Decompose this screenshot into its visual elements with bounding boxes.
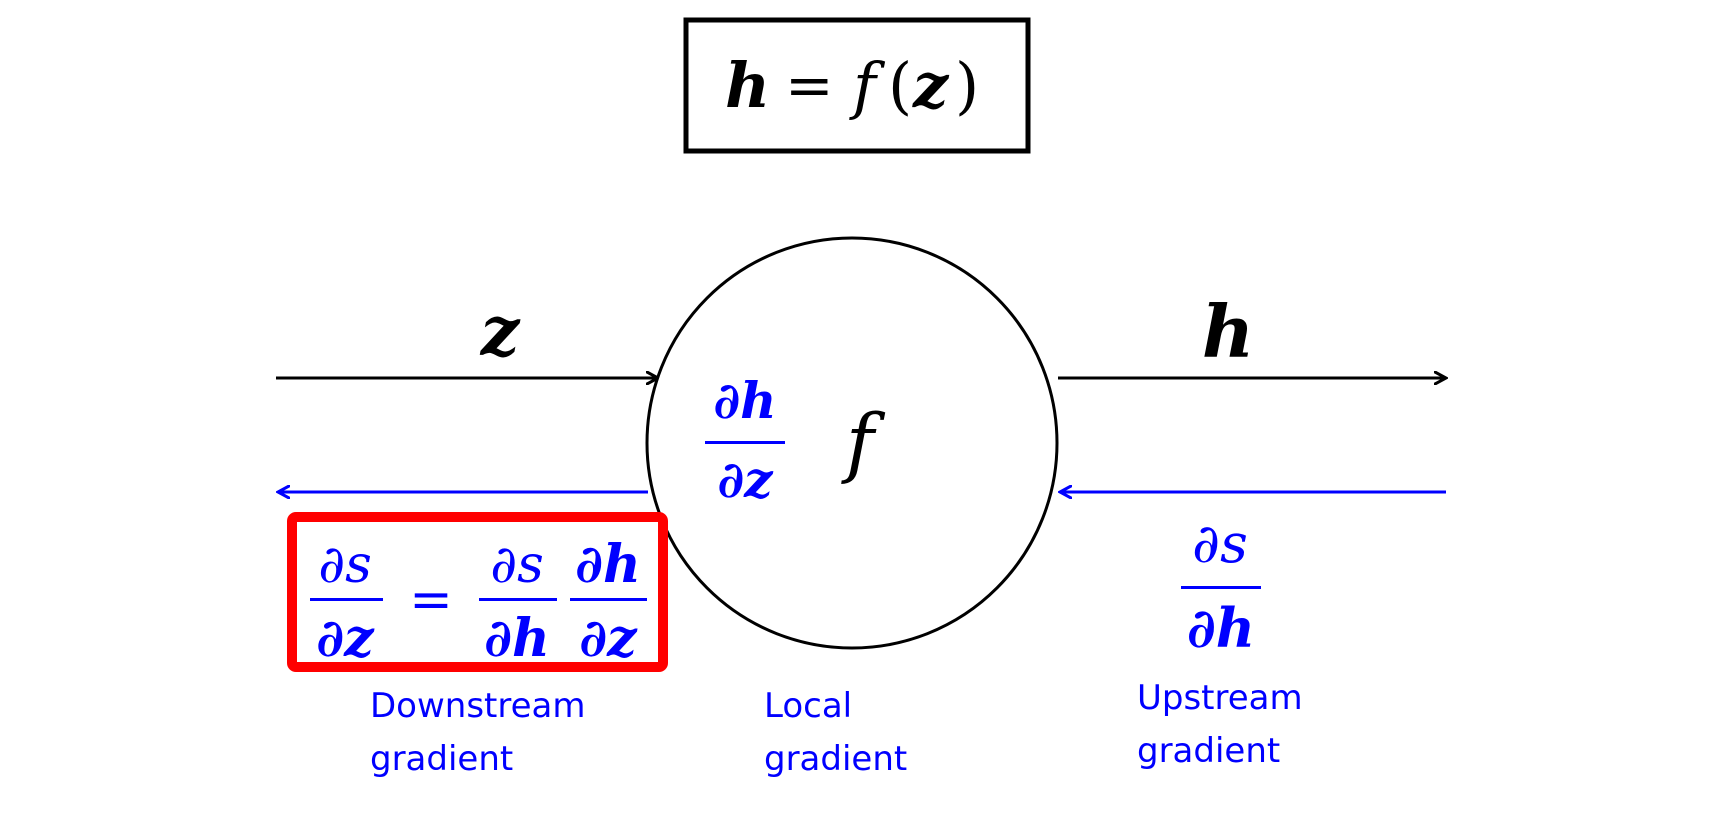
- upstream-label-line1: Upstream: [1137, 678, 1303, 718]
- output-label-h: h: [1202, 289, 1254, 374]
- downstream-lhs-bar: [310, 598, 383, 601]
- local-gradient-denominator: ∂z: [717, 450, 774, 509]
- input-label-z: z: [480, 292, 521, 372]
- downstream-gradient-label: Downstream gradient: [370, 680, 586, 786]
- downstream-rhs2-bar: [570, 598, 647, 601]
- local-label-line1: Local: [764, 686, 853, 726]
- equation-lhs-h: h: [725, 49, 770, 122]
- function-node-circle: [645, 236, 1059, 650]
- downstream-highlight-box: [287, 512, 668, 672]
- downstream-rhs2-denominator: ∂z: [579, 608, 638, 669]
- equation-box-border: [683, 17, 1031, 154]
- local-gradient-numerator: ∂h: [713, 371, 776, 430]
- downstream-lhs-numerator: ∂s: [318, 535, 372, 595]
- local-gradient-bar: [705, 441, 785, 444]
- equation-box: h = f ( z ): [683, 17, 1031, 154]
- equation-func-f: f: [849, 49, 886, 122]
- downstream-rhs1-denominator: ∂h: [484, 608, 550, 669]
- downstream-rhs2-numerator: ∂h: [575, 534, 641, 595]
- upstream-gradient-fraction: ∂s ∂h: [1181, 512, 1261, 660]
- upstream-bar: [1181, 586, 1261, 589]
- upstream-denominator: ∂h: [1187, 596, 1255, 660]
- upstream-label-line2: gradient: [1137, 731, 1281, 771]
- local-gradient-fraction: ∂h ∂z: [705, 371, 785, 509]
- downstream-rhs1-bar: [479, 598, 557, 601]
- equation-equals: =: [785, 51, 834, 119]
- equation-close-paren: ): [955, 49, 979, 122]
- local-label-line2: gradient: [764, 739, 908, 779]
- downstream-lhs-denominator: ∂z: [316, 608, 375, 669]
- equation-open-paren: (: [888, 49, 912, 122]
- upstream-numerator: ∂s: [1192, 512, 1248, 575]
- downstream-equals: =: [409, 570, 453, 630]
- downstream-chain-rule: ∂s ∂z = ∂s ∂h ∂h ∂z: [310, 534, 647, 669]
- downstream-label-line1: Downstream: [370, 686, 586, 726]
- equation-arg-z: z: [912, 49, 950, 122]
- downstream-rhs1-numerator: ∂s: [490, 535, 544, 595]
- downstream-label-line2: gradient: [370, 739, 514, 779]
- local-gradient-label: Local gradient: [764, 680, 907, 786]
- upstream-gradient-label: Upstream gradient: [1137, 672, 1303, 778]
